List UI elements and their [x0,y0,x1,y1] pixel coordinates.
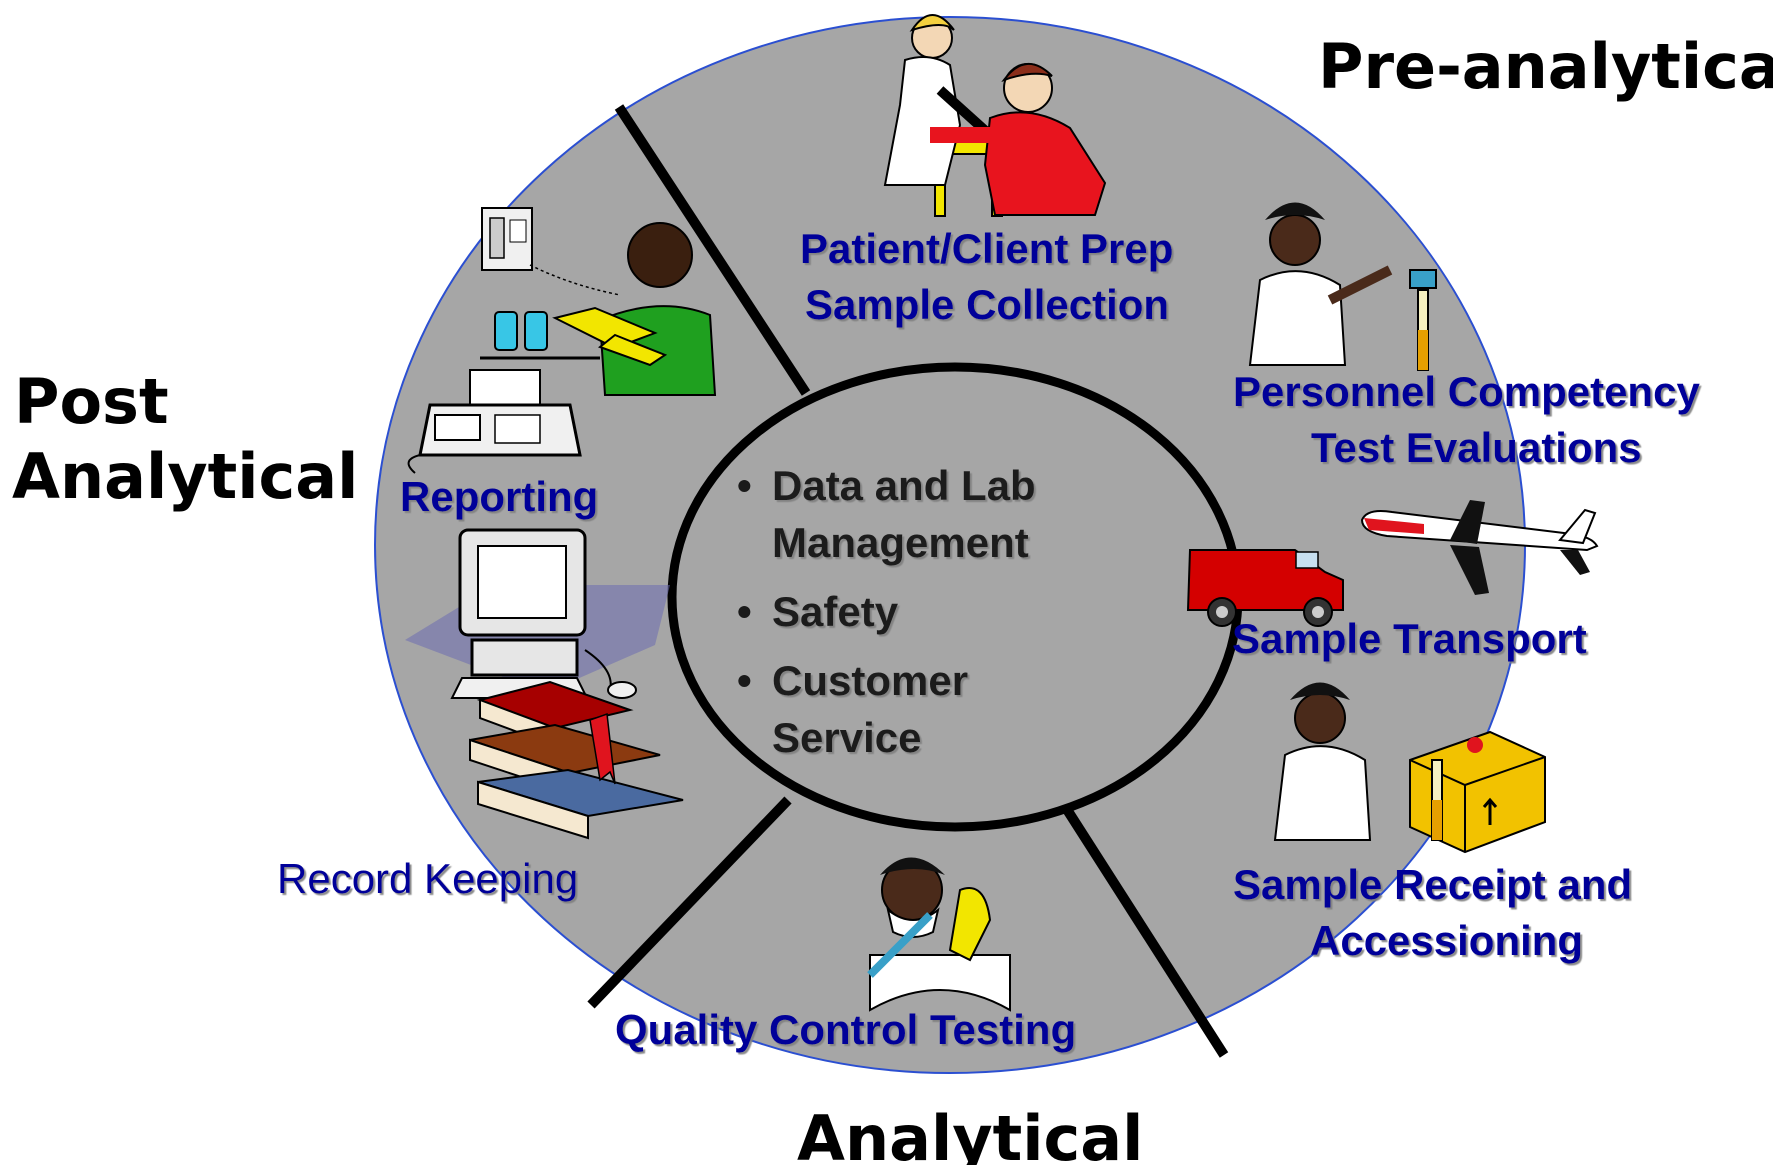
inner-circle [667,362,1243,832]
center-item1-line1: Data and Lab [772,462,1036,509]
fax-machine-icon [407,369,582,474]
label-reporting: Reporting [400,473,598,520]
label-record-keeping: Record Keeping [277,855,578,902]
sample-receipt-box-icon [1273,682,1546,854]
label-patient-prep-line2: Sample Collection [805,281,1169,328]
label-sample-receipt-line1: Sample Receipt and [1233,861,1632,908]
divider-top [614,104,811,396]
label-sample-transport: Sample Transport [1232,615,1587,662]
center-bullet-3: • [737,657,752,704]
center-item2: Safety [772,588,899,635]
computer-icon [405,528,670,699]
qc-technician-mask-icon [867,857,1011,1012]
center-item3-line2: Service [772,714,921,761]
center-bullet-2: • [737,588,752,635]
phase-post-analytical-line1: Post [14,365,169,438]
label-quality-control: Quality Control Testing [615,1006,1076,1053]
books-stack-icon [469,680,684,840]
delivery-van-icon [1186,549,1344,627]
center-item1-line2: Management [772,519,1029,566]
center-bullet-1: • [737,462,752,509]
label-patient-prep-line1: Patient/Client Prep [800,225,1173,272]
label-personnel-line1: Personnel Competency [1233,368,1700,415]
phase-analytical: Analytical [797,1102,1143,1165]
phase-post-analytical-line2: Analytical [12,440,358,513]
center-item3-line1: Customer [772,657,968,704]
divider-bottom-right [1061,805,1229,1058]
label-sample-receipt-line2: Accessioning [1310,917,1583,964]
technician-pipette-icon [1248,202,1437,371]
phase-pre-analytical: Pre-analytical [1318,30,1773,103]
divider-bottom-left [587,796,792,1009]
doctor-phone-icon [552,222,717,396]
sample-bottles-icon [480,311,600,360]
airplane-icon [1360,500,1599,595]
phlebotomy-clipart-icon [883,14,1107,217]
label-personnel-line2: Test Evaluations [1311,424,1642,471]
telephone-icon [481,207,621,296]
